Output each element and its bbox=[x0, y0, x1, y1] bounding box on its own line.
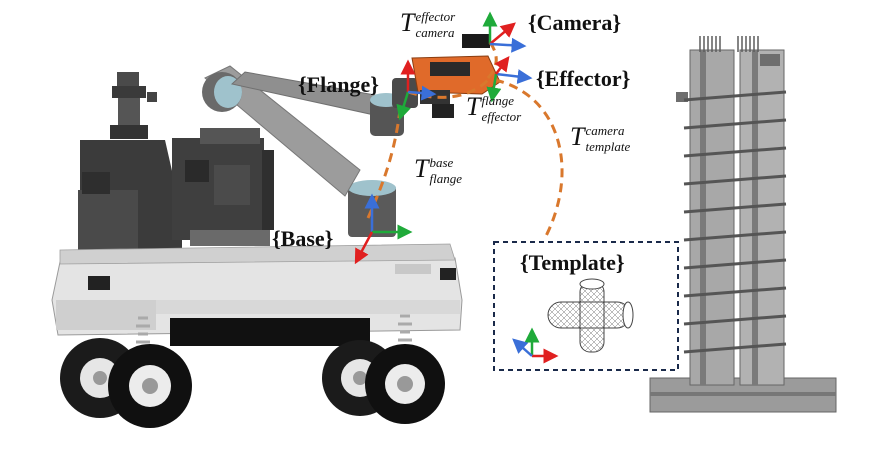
effector-frame-label: {Effector} bbox=[536, 66, 631, 91]
robot-console bbox=[78, 140, 182, 250]
mobile-robot bbox=[51, 72, 463, 428]
camera-body bbox=[462, 34, 490, 48]
base-frame-axes-icon bbox=[354, 193, 413, 265]
steel-tower bbox=[649, 36, 837, 413]
wheel-rear-right bbox=[365, 344, 445, 424]
robot-arm bbox=[202, 65, 418, 237]
path-camera-template bbox=[494, 78, 564, 239]
path-flange-effector bbox=[407, 78, 490, 99]
template-box bbox=[493, 241, 679, 371]
effector-frame-axes-icon bbox=[486, 56, 533, 103]
flange-frame-label: {Flange} bbox=[298, 72, 379, 97]
template-frame-label: {Template} bbox=[520, 250, 625, 275]
camera-frame-label: {Camera} bbox=[528, 10, 622, 35]
flange-frame-axes-icon bbox=[396, 59, 437, 121]
end-effector bbox=[411, 34, 501, 118]
wheel-rear-left bbox=[108, 344, 192, 428]
base-frame-label: {Base} bbox=[272, 226, 334, 251]
cross-pipe-wireframe bbox=[547, 278, 634, 353]
template-frame-axes-icon bbox=[512, 327, 559, 364]
robot-mast bbox=[110, 72, 157, 139]
control-cabinet bbox=[172, 128, 274, 246]
suspension-springs bbox=[136, 314, 412, 352]
camera-frame-axes-icon bbox=[482, 11, 527, 53]
